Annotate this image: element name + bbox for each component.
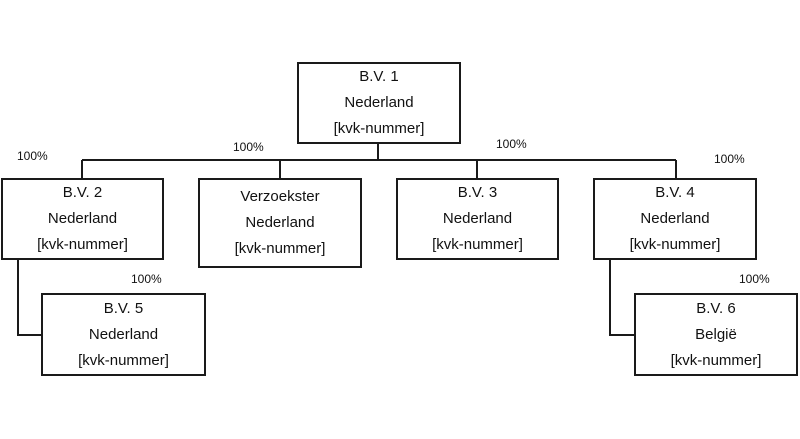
entity-country: Nederland [47, 210, 118, 227]
entity-country: Nederland [88, 325, 159, 343]
ownership-label-bv5: 100% [131, 272, 162, 286]
entity-box-bv3: B.V. 3 Nederland [kvk-nummer] [396, 178, 559, 260]
entity-box-bv1: B.V. 1 Nederland [kvk-nummer] [297, 62, 461, 144]
entity-registration: [kvk-nummer] [234, 240, 326, 257]
entity-registration: [kvk-nummer] [629, 236, 721, 253]
entity-registration: [kvk-nummer] [37, 236, 128, 253]
entity-name: B.V. 4 [655, 184, 695, 201]
entity-name: B.V. 6 [696, 299, 736, 317]
ownership-label-bv6: 100% [739, 272, 770, 286]
entity-country: Nederland [344, 94, 414, 111]
entity-registration: [kvk-nummer] [333, 120, 425, 137]
entity-name: B.V. 5 [103, 299, 144, 317]
ownership-label-bv3: 100% [496, 137, 527, 151]
entity-name: B.V. 3 [457, 184, 498, 201]
entity-country: België [695, 325, 737, 343]
entity-box-bv2: B.V. 2 Nederland [kvk-nummer] [1, 178, 164, 260]
entity-name: B.V. 1 [359, 68, 399, 85]
entity-country: Nederland [640, 210, 710, 227]
entity-box-bv5: B.V. 5 Nederland [kvk-nummer] [41, 293, 206, 376]
entity-registration: [kvk-nummer] [670, 351, 762, 369]
entity-registration: [kvk-nummer] [432, 236, 523, 253]
entity-name: Verzoekster [240, 188, 320, 205]
connector-bv4-to-bv6 [609, 259, 636, 336]
ownership-label-bv2: 100% [17, 149, 48, 163]
ownership-label-bv4: 100% [714, 152, 745, 166]
entity-country: Nederland [245, 214, 315, 231]
entity-box-bv6: B.V. 6 België [kvk-nummer] [634, 293, 798, 376]
connector-bv2-to-bv5 [17, 259, 42, 336]
entity-country: Nederland [442, 210, 513, 227]
entity-registration: [kvk-nummer] [78, 351, 169, 369]
entity-box-verzoekster: Verzoekster Nederland [kvk-nummer] [198, 178, 362, 268]
entity-name: B.V. 2 [62, 184, 103, 201]
entity-box-bv4: B.V. 4 Nederland [kvk-nummer] [593, 178, 757, 260]
ownership-label-verzoekster: 100% [233, 140, 264, 154]
